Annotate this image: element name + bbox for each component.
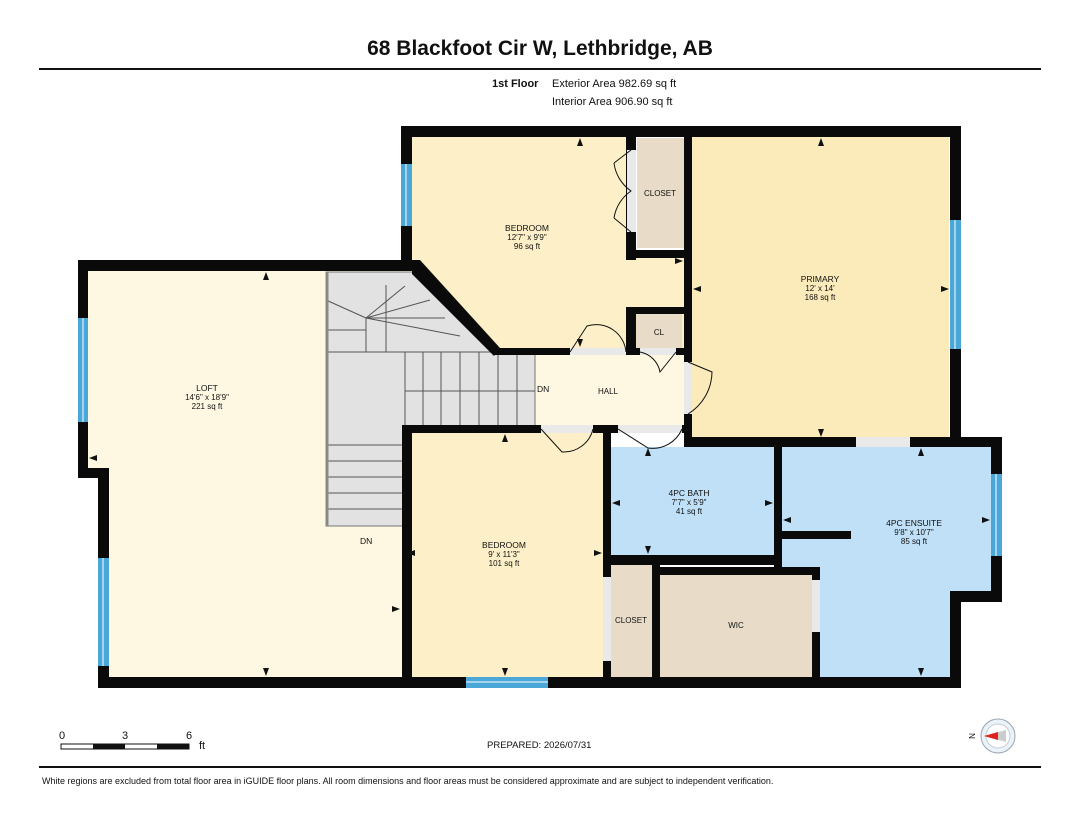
bath-fill — [611, 447, 774, 555]
door-swings — [540, 149, 713, 453]
bedroom-bottom-area: 101 sq ft — [489, 559, 520, 568]
compass-icon: N — [968, 718, 1016, 754]
wic-fill — [660, 575, 812, 677]
bedroom-bottom-fill — [406, 433, 603, 677]
loft-name: LOFT — [196, 383, 218, 393]
exterior-area: Exterior Area 982.69 sq ft — [552, 78, 677, 90]
hall-name: HALL — [598, 387, 619, 396]
stairs-dn-hall: DN — [537, 384, 549, 394]
bath-name: 4PC BATH — [669, 488, 710, 498]
closet-bottom-fill — [611, 565, 652, 677]
bedroom-top-name: BEDROOM — [505, 223, 549, 233]
scale-bar — [60, 743, 190, 750]
window-frames — [82, 164, 997, 683]
ensuite-name: 4PC ENSUITE — [886, 518, 942, 528]
bedroom-top-area: 96 sq ft — [514, 242, 541, 251]
scale-tick-6: 6 — [186, 730, 193, 742]
primary-fill — [692, 137, 949, 439]
bedroom-top-fill — [412, 137, 686, 350]
loft-area: 221 sq ft — [192, 402, 223, 411]
closet-top-name: CLOSET — [644, 189, 676, 198]
footer-divider — [39, 766, 1041, 768]
primary-dims: 12' x 14' — [805, 284, 835, 293]
primary-area: 168 sq ft — [805, 293, 836, 302]
primary-name: PRIMARY — [801, 274, 840, 284]
ensuite-area: 85 sq ft — [901, 537, 928, 546]
cl-fill — [636, 314, 682, 350]
loft-dims: 14'6" x 18'9" — [185, 393, 229, 402]
prepared-date: PREPARED: 2026/07/31 — [487, 740, 592, 751]
floor-label: 1st Floor — [492, 78, 539, 90]
bedroom-bottom-name: BEDROOM — [482, 540, 526, 550]
compass-north-label: N — [968, 733, 977, 739]
interior-area: Interior Area 906.90 sq ft — [552, 96, 673, 108]
dimension-arrows — [89, 138, 990, 676]
title-divider — [39, 68, 1041, 70]
ensuite-dims: 9'8" x 10'7" — [894, 528, 934, 537]
disclaimer: White regions are excluded from total fl… — [42, 776, 774, 786]
bedroom-bottom-dims: 9' x 11'3" — [488, 550, 520, 559]
hall-fill — [535, 355, 685, 427]
bath-dims: 7'7" x 5'9" — [672, 498, 707, 507]
bedroom-top-dims: 12'7" x 9'9" — [507, 233, 547, 242]
scale-tick-0: 0 — [59, 730, 66, 742]
wic-name: WIC — [728, 621, 744, 630]
closet-top-fill — [637, 138, 684, 248]
stairs-dn-loft: DN — [360, 536, 372, 546]
ensuite-fill — [782, 447, 991, 677]
bath-area: 41 sq ft — [676, 507, 703, 516]
scale-tick-3: 3 — [122, 730, 129, 742]
closet-bottom-name: CLOSET — [615, 616, 647, 625]
scale-unit: ft — [199, 740, 206, 752]
plan-title: 68 Blackfoot Cir W, Lethbridge, AB — [367, 37, 713, 60]
cl-name: CL — [654, 328, 665, 337]
